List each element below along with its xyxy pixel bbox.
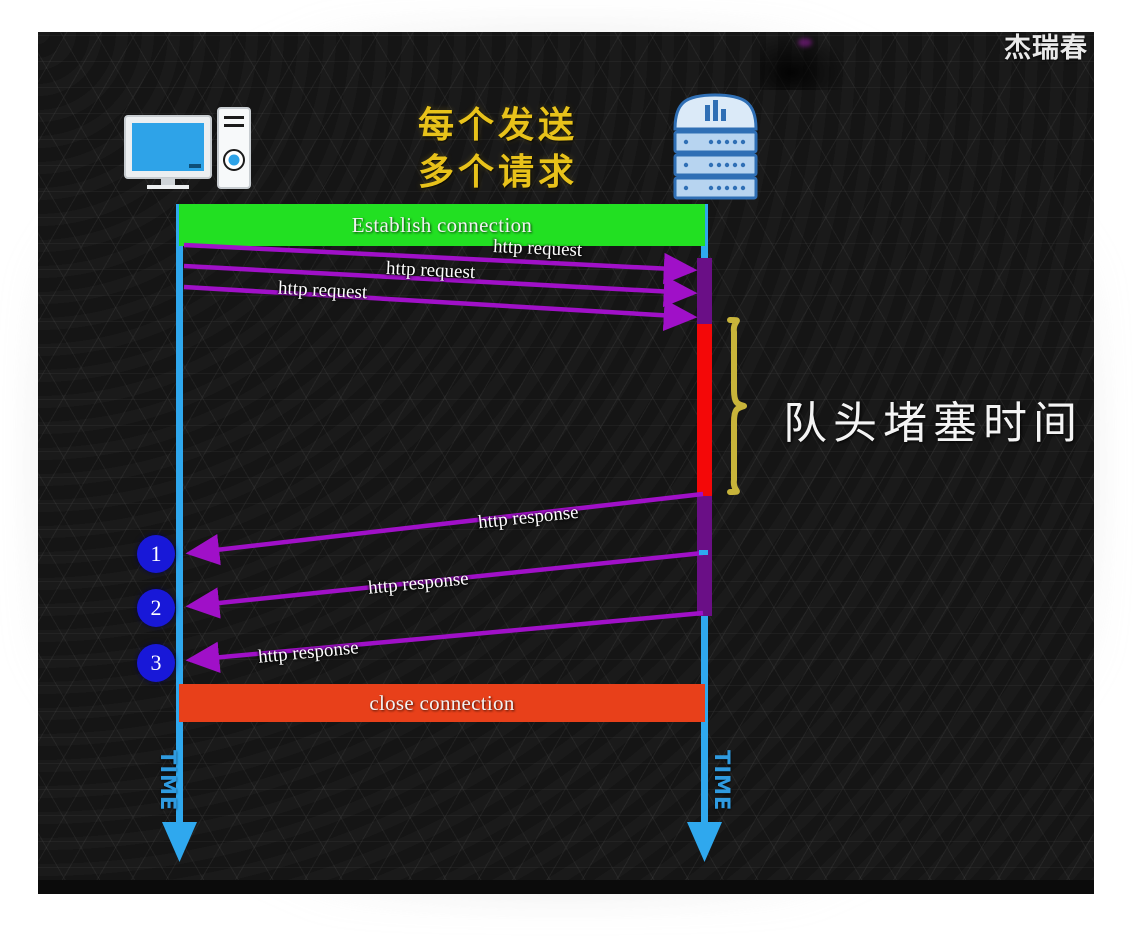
response-marker-2: 2	[137, 589, 175, 627]
http-request-label-2: http request	[385, 257, 476, 284]
establish-connection-bar	[179, 204, 705, 246]
hexagon-pattern-background	[38, 32, 1094, 894]
watermark-text: 杰瑞春	[1004, 33, 1088, 64]
http-request-arrow-3	[183, 284, 698, 332]
lifeline-tick	[699, 550, 708, 555]
client-lifeline	[162, 204, 197, 862]
server-time-label: TIME	[710, 750, 734, 812]
http-request-label-3: http request	[277, 277, 368, 304]
slide-canvas: 杰瑞春 每个发送 多个请求	[38, 32, 1094, 894]
http-response-arrow-3	[185, 610, 704, 674]
client-time-label: TIME	[156, 750, 180, 812]
server-rack-icon	[673, 93, 758, 200]
http-request-arrow-1	[183, 242, 698, 285]
sequence-diagram	[162, 204, 747, 862]
hexagon-pattern-overlay	[38, 32, 1094, 894]
slide-title-line-1: 每个发送	[417, 104, 578, 146]
desktop-computer-icon	[124, 107, 251, 189]
head-of-line-blocking-annotation: 队头堵塞时间	[783, 398, 1083, 449]
slide-title: 每个发送 多个请求	[368, 102, 628, 196]
establish-connection-label: Establish connection	[351, 213, 533, 237]
purple-artifact-dot	[798, 38, 812, 47]
http-response-arrow-1	[185, 491, 704, 566]
head-of-line-blocking-bar	[697, 324, 712, 496]
http-response-arrows	[185, 491, 704, 674]
http-request-arrow-2	[183, 263, 698, 308]
http-response-arrow-2	[185, 550, 704, 619]
response-marker-3: 3	[137, 644, 175, 682]
server-activation-requests	[697, 258, 712, 324]
http-request-label-1: http request	[492, 235, 583, 262]
slide-title-line-2: 多个请求	[417, 151, 578, 193]
close-connection-label: close connection	[369, 691, 515, 715]
http-request-arrows	[183, 242, 698, 332]
right-curly-brace-icon	[727, 317, 747, 495]
server-activation-responses	[697, 496, 712, 616]
response-marker-1: 1	[137, 535, 175, 573]
slide-bottom-bar	[38, 880, 1094, 894]
close-connection-bar	[179, 684, 705, 722]
